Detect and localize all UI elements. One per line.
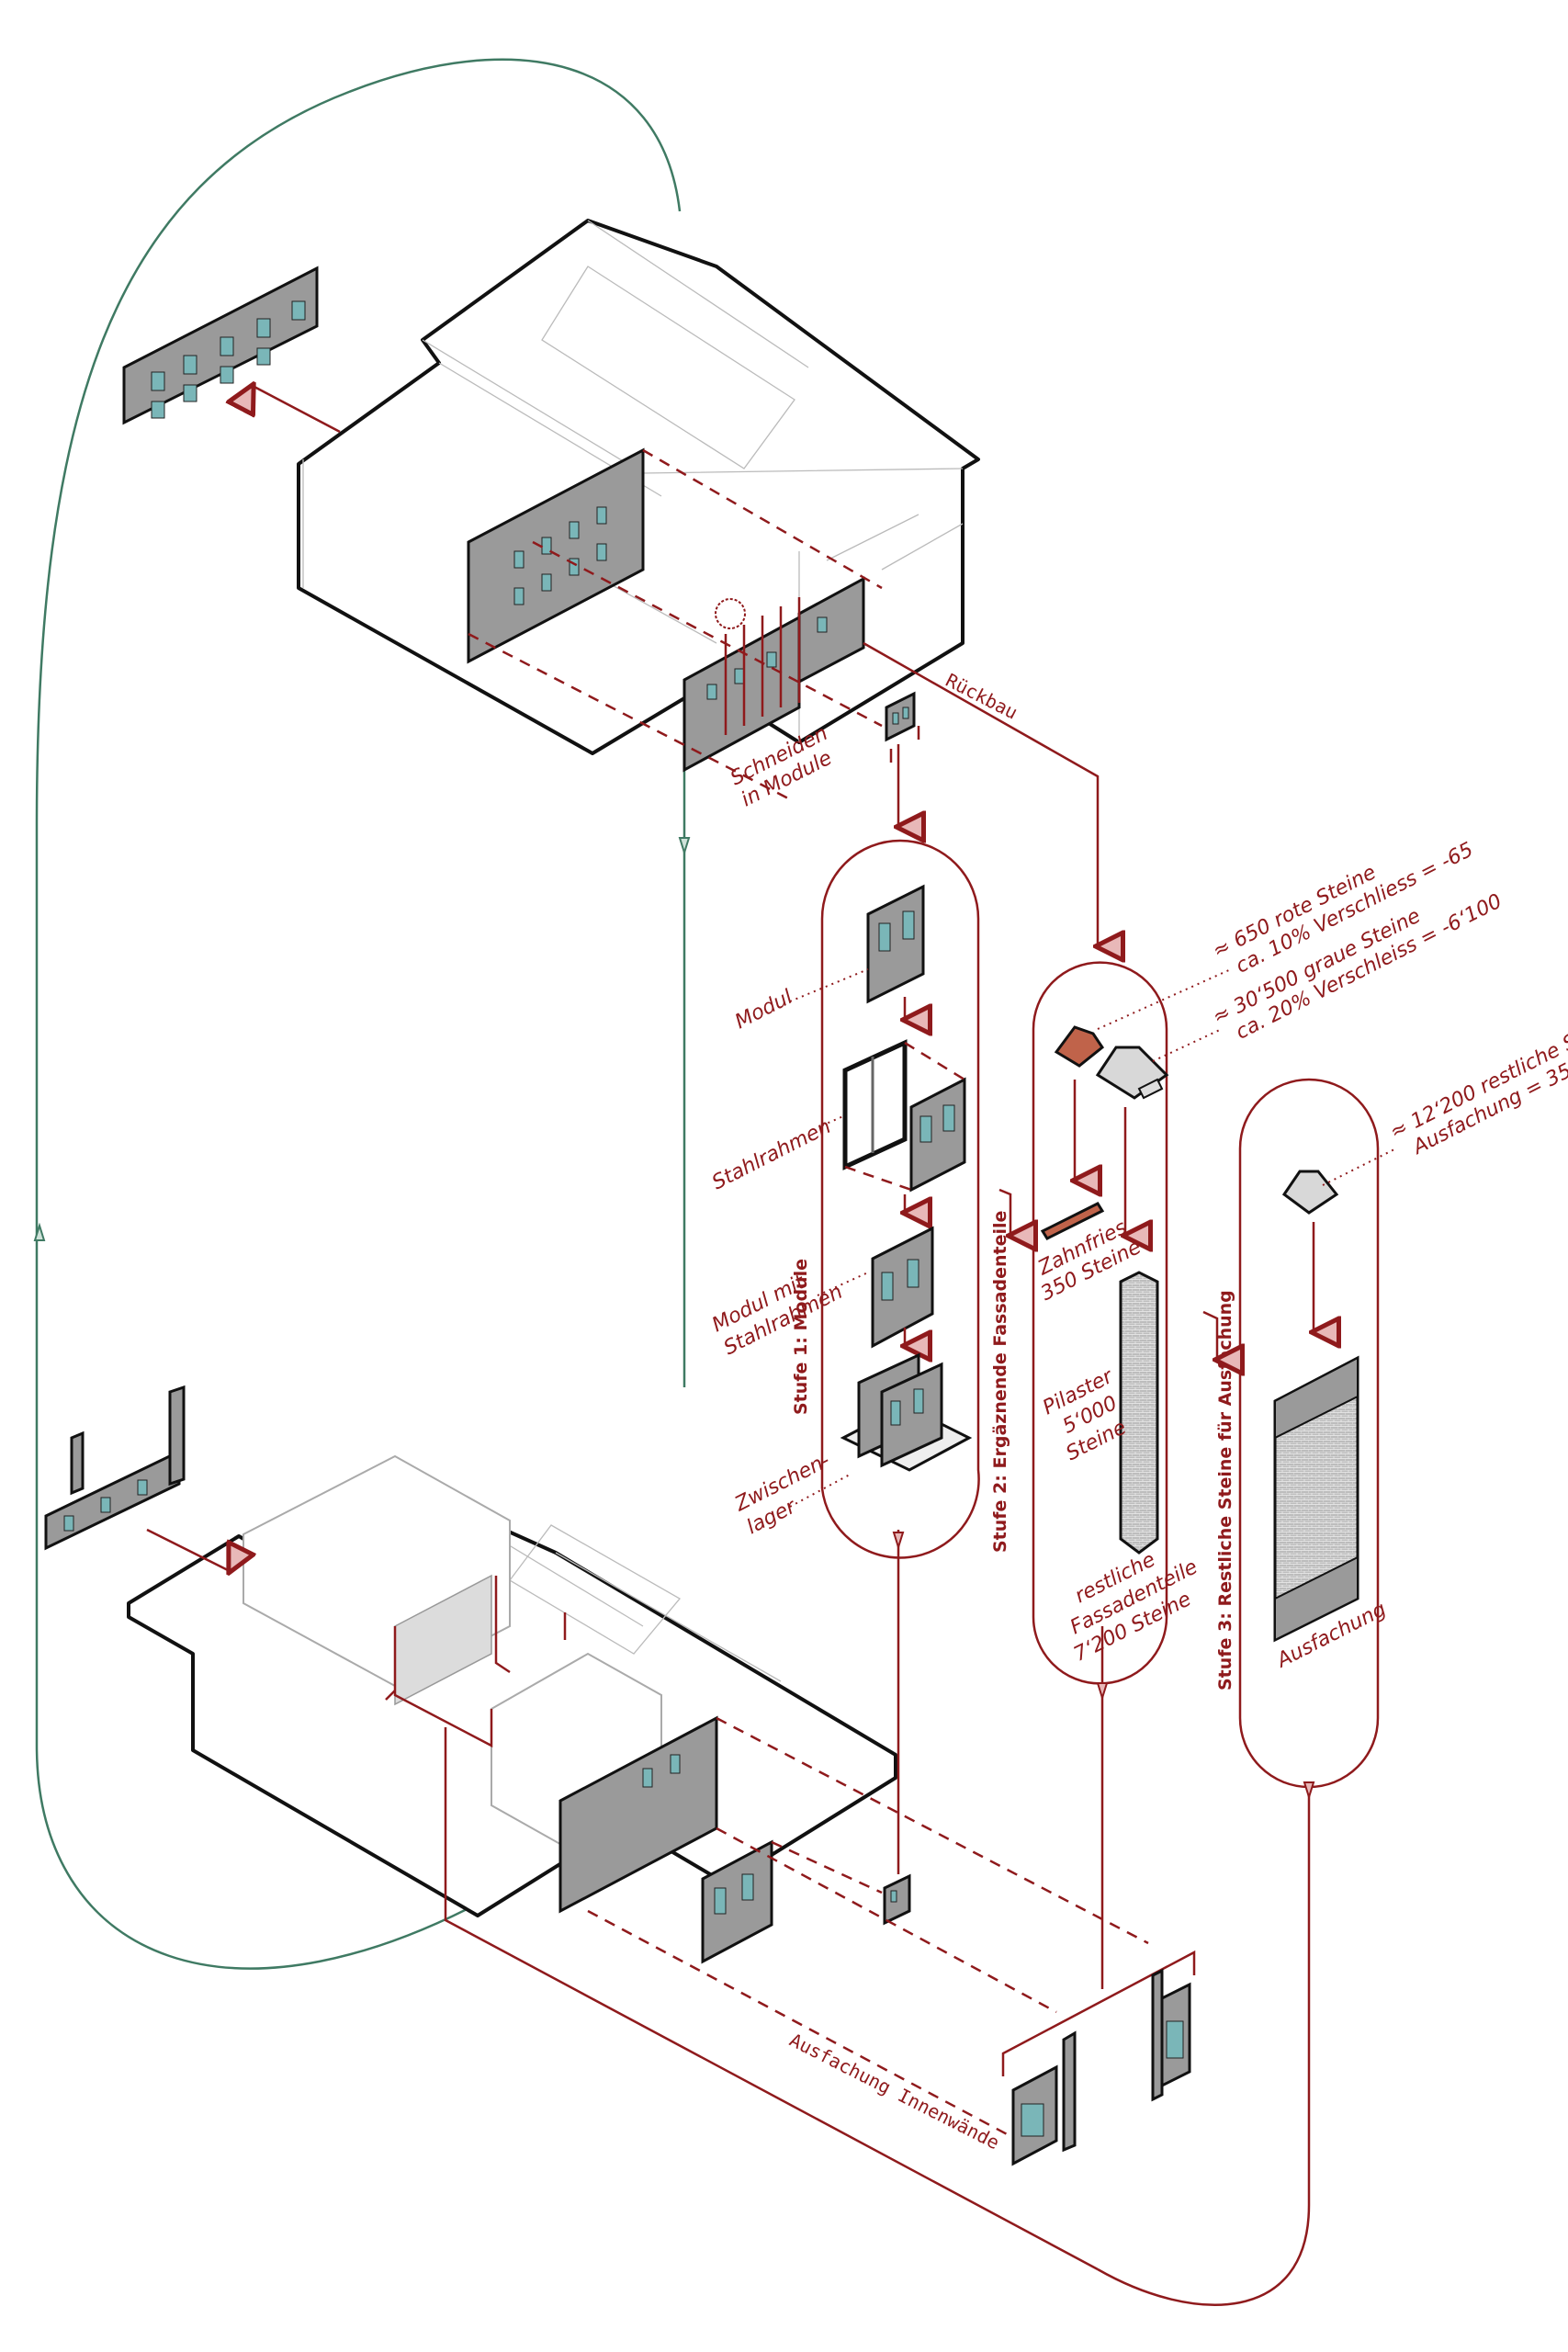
module-icon <box>866 884 925 1004</box>
label-zwischenlager: Zwischen- lager <box>730 1449 833 1539</box>
facade-window-grid <box>513 506 607 605</box>
label-ausfachung-innenwaende: Ausfachung Innenwände <box>786 2029 1003 2154</box>
storage-pallet-icon <box>840 1352 973 1472</box>
red-brick-pile-icon <box>1054 1025 1105 1068</box>
arrow-head-icon <box>33 1222 46 1241</box>
grey-brick-pile-icon <box>1281 1170 1339 1215</box>
cut-facade-modules <box>682 576 865 773</box>
grey-brick-pile-icon <box>1095 1046 1169 1100</box>
label-modul: Modul <box>731 986 796 1034</box>
label-rueckbau: Rückbau <box>942 669 1021 724</box>
stage-3-title: Stufe 3: Restliche Steine für Ausfachung <box>1215 1290 1235 1690</box>
steel-frame-icon <box>842 1039 908 1170</box>
existing-building-icon <box>297 219 980 755</box>
module-icon <box>883 1873 911 1926</box>
arrow-head-icon <box>1303 1781 1315 1801</box>
dentil-frieze-icon <box>1040 1202 1105 1240</box>
new-building-icon <box>127 1454 1099 2271</box>
module-icon <box>885 691 916 742</box>
pilaster-icon <box>1119 1271 1159 1555</box>
svg-text:Stahlrahmen: Stahlrahmen <box>708 1115 834 1195</box>
stage-1-title: Stufe 1: Module <box>791 1259 811 1415</box>
label-modul-mit-stahlrahmen: Modul mit Stahlrahmen <box>708 1271 846 1361</box>
arrow-head-icon <box>1096 1682 1109 1702</box>
facade-wall-icon <box>44 1385 186 1551</box>
module-icon <box>909 1077 966 1193</box>
svg-text:Ausfachung Innenwände: Ausfachung Innenwände <box>786 2029 1003 2154</box>
arrow-head-icon <box>678 837 691 856</box>
infill-wall-icon <box>1273 1355 1359 1643</box>
label-stahlrahmen: Stahlrahmen <box>708 1115 834 1195</box>
facade-wall-icon <box>122 266 319 425</box>
stage-1-capsule: Stufe 1: Module Modul <box>708 839 980 1559</box>
facade-parts-reused <box>1011 1968 1191 2166</box>
annotation-rest-bricks: ≈ 12‘200 restliche Ste Ausfachung = 35m² <box>1386 1021 1568 1160</box>
label-restliche-fassadenteile: restliche Fassadenteile 7‘200 Steine <box>1066 1548 1201 1667</box>
saw-blade-icon <box>715 598 746 629</box>
stage-2-title: Stufe 2: Ergäznende Fassadenteile <box>990 1211 1010 1553</box>
svg-text:Modul: Modul <box>731 986 796 1034</box>
module-with-frame-icon <box>871 1226 934 1349</box>
stage-2-capsule: Stufe 2: Ergäznende Fassadenteile ≈ 650 … <box>990 838 1506 1685</box>
module-icon <box>701 1839 773 1964</box>
arrow-head-icon <box>892 1532 905 1551</box>
stage-3-capsule: Stufe 3: Restliche Steine für Ausfachung… <box>1202 1021 1568 1789</box>
